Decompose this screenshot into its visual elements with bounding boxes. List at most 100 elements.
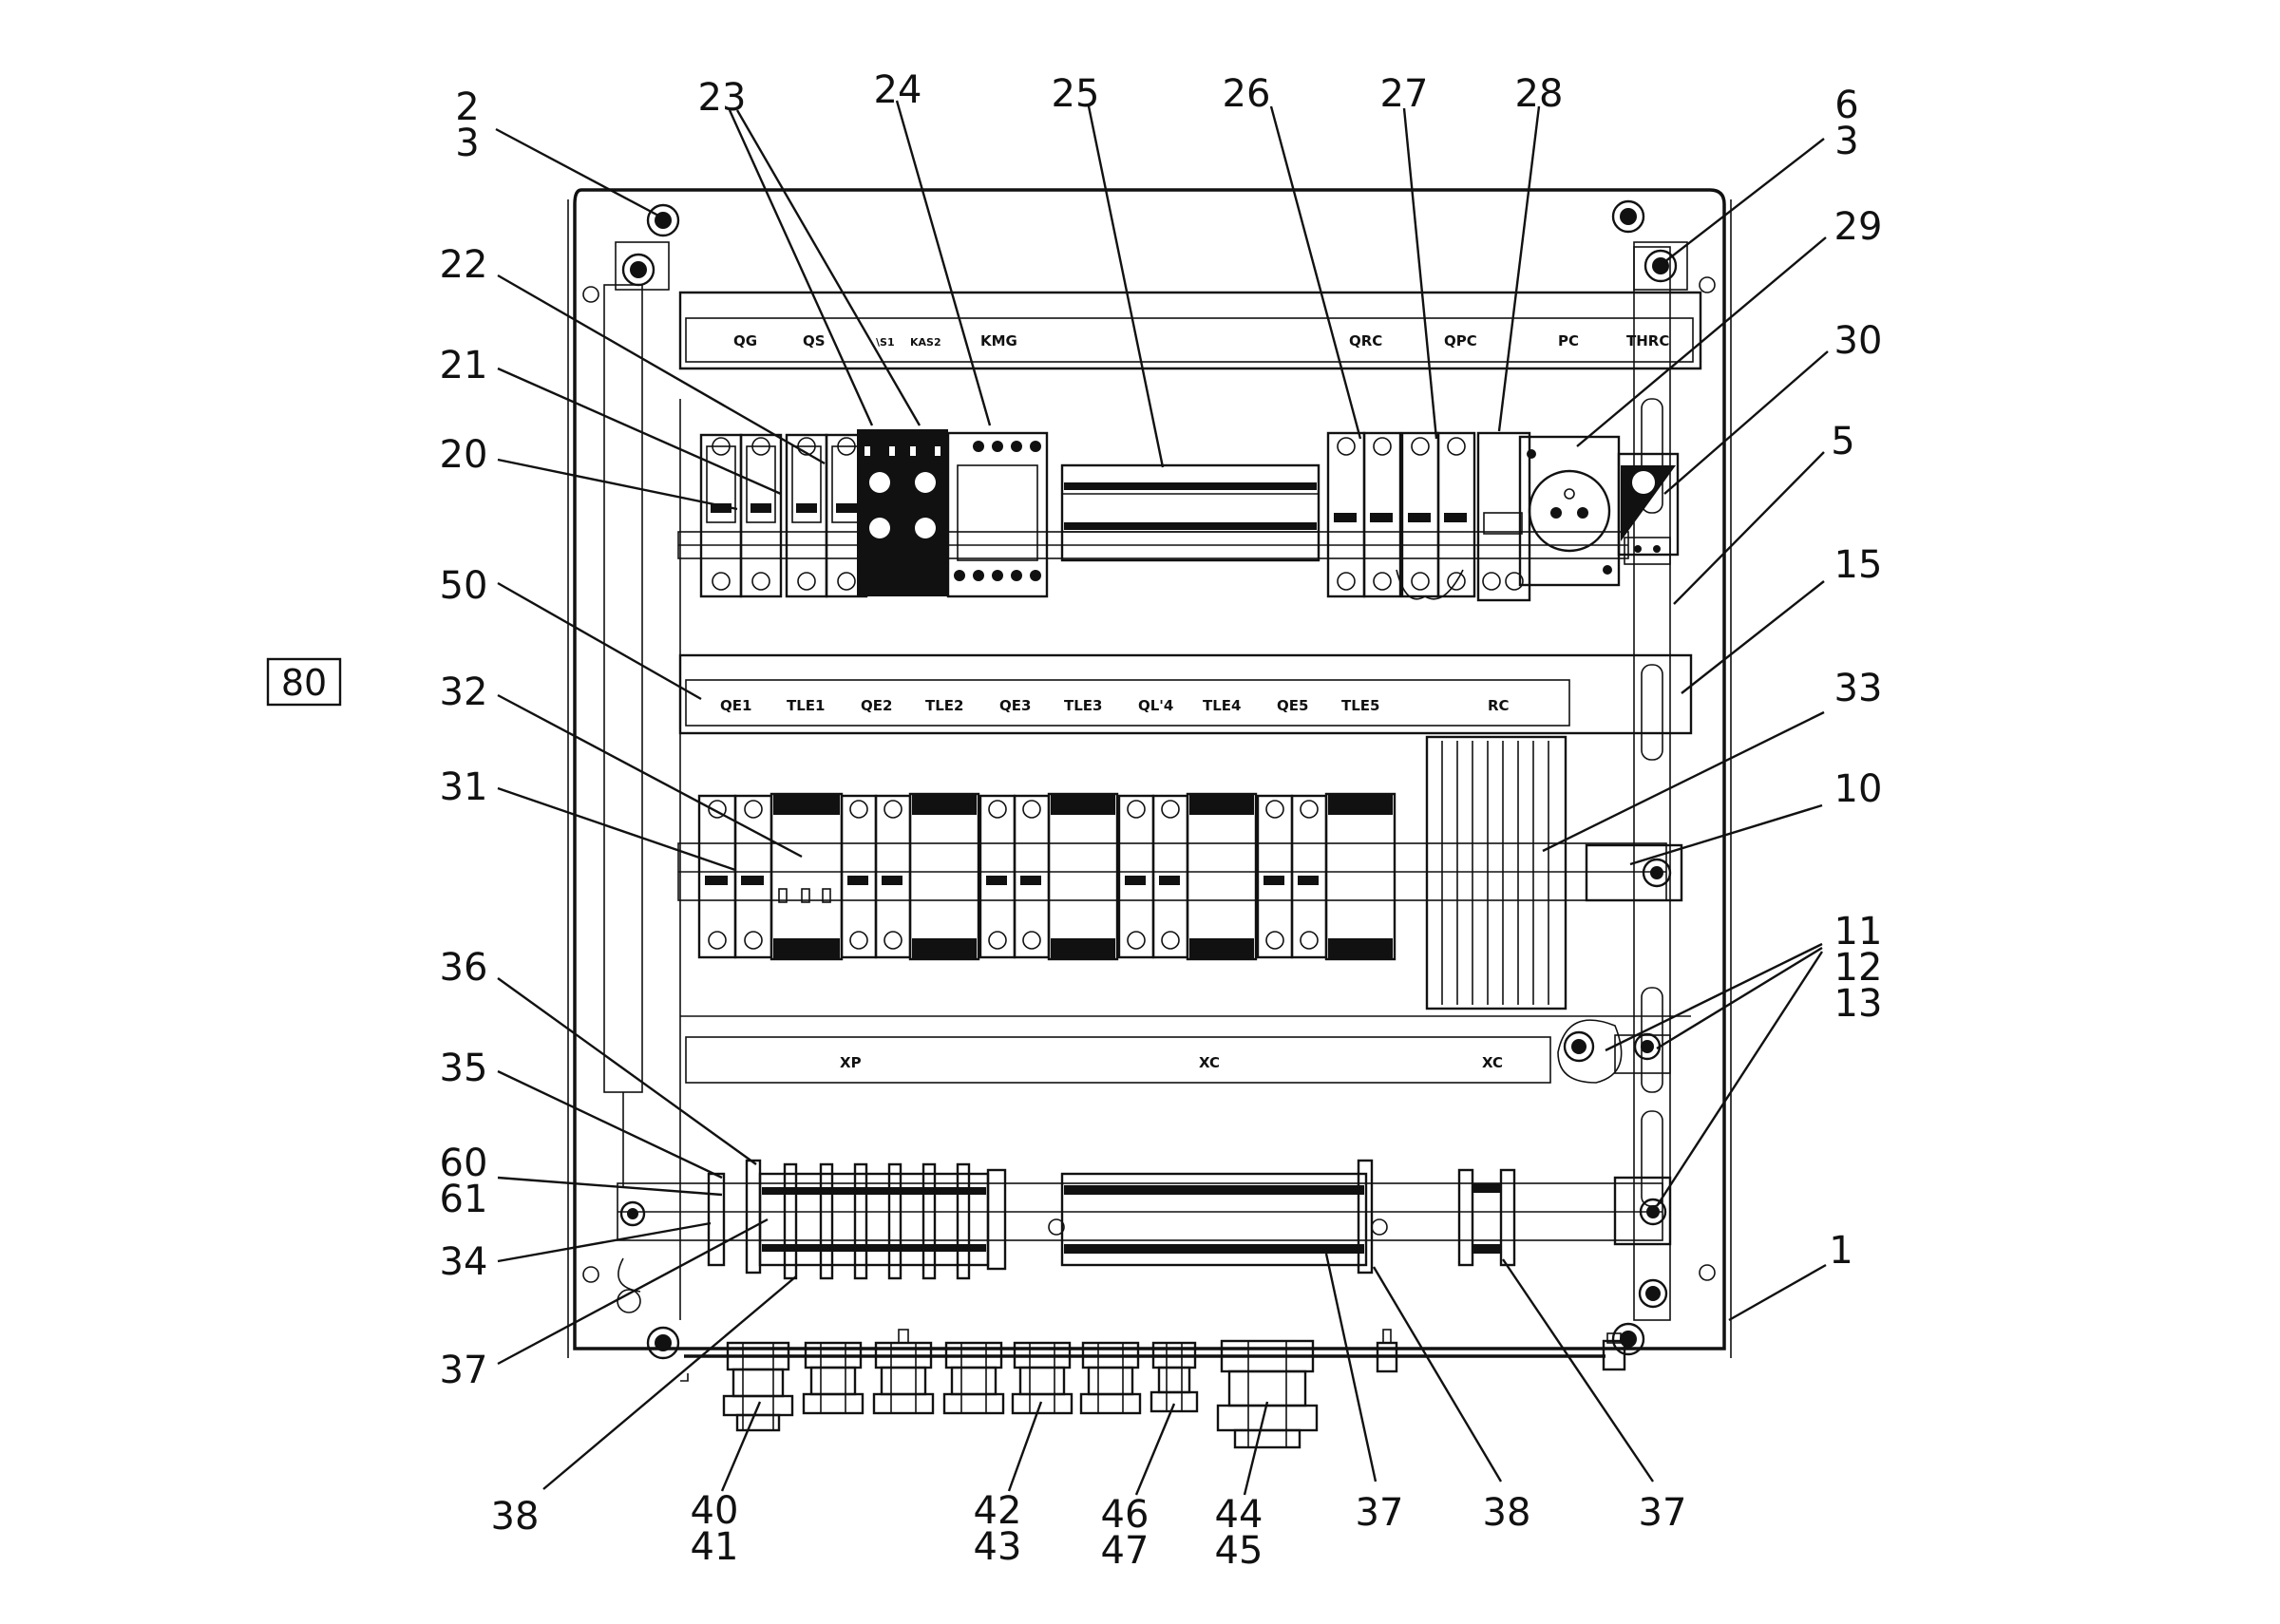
label-TLE1: TLE1 xyxy=(787,697,825,714)
middle-label-strip: QE1 TLE1 QE2 TLE2 QE3 TLE3 QL'4 TLE4 QE5… xyxy=(678,653,1693,735)
thermostat-30 xyxy=(1617,452,1680,565)
callout-15: 15 xyxy=(1834,543,1883,587)
callout-3: 3 xyxy=(455,122,479,165)
breaker-22 xyxy=(785,433,828,598)
callout-11: 11 xyxy=(1834,910,1883,954)
breaker-27a xyxy=(1400,431,1440,598)
callout-37-left: 37 xyxy=(440,1349,488,1392)
contactor-m11 xyxy=(1186,792,1258,961)
bottom-label-strip: XP XC XC xyxy=(685,1019,1671,1084)
label-TLE3: TLE3 xyxy=(1064,697,1102,714)
cable-glands xyxy=(680,1329,1626,1449)
callout-44: 44 xyxy=(1215,1493,1264,1537)
ground-stud-1 xyxy=(1376,1329,1398,1373)
callout-38-left: 38 xyxy=(491,1495,540,1539)
corner-screws xyxy=(621,199,1678,1360)
relay-23a xyxy=(857,429,902,596)
screw-top-right xyxy=(1611,199,1645,234)
screw-top-left xyxy=(646,203,680,237)
label-THRC: THRC xyxy=(1626,332,1669,349)
label-XP: XP xyxy=(840,1054,862,1071)
breaker-21 xyxy=(739,433,783,598)
breaker-m7 xyxy=(1013,794,1051,959)
callout-34: 34 xyxy=(440,1240,488,1284)
contactor-24 xyxy=(946,431,1049,598)
breaker-m13 xyxy=(1290,794,1328,959)
gland-1 xyxy=(722,1341,794,1432)
callout-24: 24 xyxy=(874,68,922,112)
breaker-31 xyxy=(697,794,737,959)
label-QG: QG xyxy=(733,332,757,349)
callout-26: 26 xyxy=(1223,72,1271,116)
contactor-m5 xyxy=(908,792,980,961)
label-XC: XC xyxy=(1199,1054,1220,1071)
callout-22: 22 xyxy=(440,243,488,287)
callout-10: 10 xyxy=(1834,767,1883,811)
middle-din-rail xyxy=(677,842,1683,902)
contactor-m8 xyxy=(1047,792,1119,961)
breaker-31b xyxy=(733,794,773,959)
label-QL4: QL'4 xyxy=(1138,697,1173,714)
gland-6 xyxy=(1079,1341,1142,1415)
top-label-strip: QG QS \S1 KAS2 KMG QRC QPC PC THRC xyxy=(685,317,1694,363)
callout-13: 13 xyxy=(1834,982,1883,1026)
label-TLE2: TLE2 xyxy=(925,697,963,714)
breaker-m3 xyxy=(840,794,878,959)
label-QE2: QE2 xyxy=(861,697,892,714)
callout-60: 60 xyxy=(440,1142,488,1185)
callout-numbers: 2 3 23 24 25 26 27 28 6 3 29 30 5 15 33 … xyxy=(440,68,1883,1573)
breaker-26a xyxy=(1326,431,1366,598)
label-QE1: QE1 xyxy=(720,697,751,714)
contactor-m14 xyxy=(1324,792,1396,961)
callout-21: 21 xyxy=(440,344,488,387)
breaker-20 xyxy=(699,433,743,598)
bottom-terminals xyxy=(707,1159,1516,1280)
callout-40: 40 xyxy=(691,1489,739,1533)
label-QS: QS xyxy=(803,332,826,349)
breaker-m6 xyxy=(978,794,1016,959)
contactor-32 xyxy=(770,792,844,961)
label-KMG: KMG xyxy=(980,332,1017,349)
breaker-m12 xyxy=(1256,794,1294,959)
callout-1: 1 xyxy=(1829,1229,1852,1273)
sheet-reference: 80 xyxy=(266,657,342,707)
breaker-27b xyxy=(1436,431,1476,598)
label-KAS2: KAS2 xyxy=(910,336,941,349)
callout-5: 5 xyxy=(1831,420,1854,463)
label-PC: PC xyxy=(1558,332,1579,349)
callout-25: 25 xyxy=(1052,72,1100,116)
callout-36: 36 xyxy=(440,946,488,990)
label-XC-2: XC xyxy=(1482,1054,1503,1071)
label-QRC: QRC xyxy=(1349,332,1382,349)
callout-37-right: 37 xyxy=(1639,1491,1687,1535)
breaker-m9 xyxy=(1117,794,1155,959)
breaker-26b xyxy=(1362,431,1402,598)
gland-4 xyxy=(942,1341,1005,1415)
callout-45: 45 xyxy=(1215,1529,1264,1573)
callout-47: 47 xyxy=(1101,1529,1150,1573)
screw-top-left-lower xyxy=(621,253,656,287)
sheet-ref-number: 80 xyxy=(281,662,327,704)
callout-50: 50 xyxy=(440,564,488,608)
callout-29: 29 xyxy=(1834,205,1883,249)
terminal-group-right xyxy=(1048,1172,1368,1267)
terminal-strip-25 xyxy=(1060,463,1320,562)
top-din-rail xyxy=(677,531,1629,559)
callout-46: 46 xyxy=(1101,1493,1150,1537)
callout-12: 12 xyxy=(1834,946,1883,990)
label-QE5: QE5 xyxy=(1277,697,1308,714)
ground-stud-2 xyxy=(1602,1332,1626,1371)
gland-7 xyxy=(1150,1341,1199,1413)
callout-35: 35 xyxy=(440,1047,488,1090)
label-RC: RC xyxy=(1488,697,1510,714)
breaker-m4 xyxy=(874,794,912,959)
socket-29 xyxy=(1518,435,1621,587)
gland-5 xyxy=(1011,1341,1074,1415)
callout-6: 6 xyxy=(1834,84,1858,127)
callout-27: 27 xyxy=(1380,72,1429,116)
callout-38-right: 38 xyxy=(1483,1491,1531,1535)
bottom-din-rail xyxy=(617,1176,1672,1313)
gland-3 xyxy=(872,1329,935,1415)
top-row-devices xyxy=(699,429,1680,602)
callout-28: 28 xyxy=(1515,72,1564,116)
